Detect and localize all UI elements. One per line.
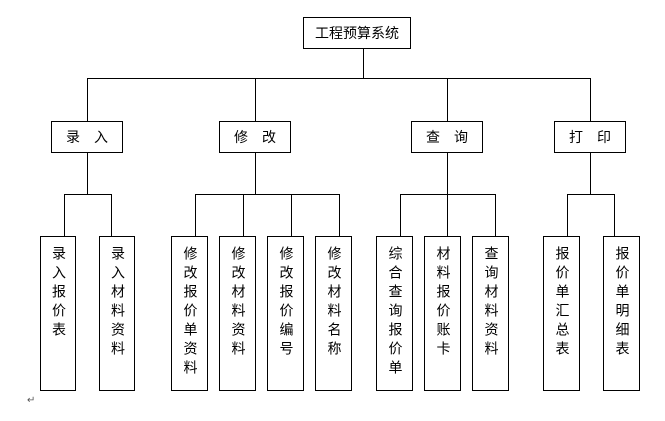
leaf-label: 报价单汇总表 (553, 246, 570, 360)
leaf-label: 综合查询报价单 (386, 246, 403, 379)
leaf-label: 材料报价账卡 (434, 246, 451, 360)
category-label: 修改 (234, 130, 290, 146)
leaf-node: 查询材料资料 (472, 236, 509, 391)
category-label: 打印 (569, 130, 625, 146)
leaf-label: 修改材料名称 (325, 246, 342, 360)
leaf-label: 录入报价表 (50, 246, 66, 341)
category-label: 录入 (66, 130, 122, 146)
leaf-label: 录入材料资料 (109, 246, 125, 360)
category-node-query: 查询 (411, 121, 483, 153)
category-node-modify: 修改 (219, 121, 291, 153)
category-label: 查询 (426, 130, 482, 146)
leaf-node: 修改报价单资料 (171, 236, 208, 391)
category-node-input: 录入 (51, 121, 123, 153)
category-node-print: 打印 (554, 121, 626, 153)
leaf-node: 修改材料资料 (219, 236, 256, 391)
leaf-node: 修改材料名称 (315, 236, 352, 391)
leaf-node: 修改报价编号 (267, 236, 304, 391)
leaf-label: 修改报价单资料 (181, 246, 198, 379)
leaf-label: 查询材料资料 (482, 246, 499, 360)
leaf-node: 综合查询报价单 (376, 236, 413, 391)
paragraph-mark: ↵ (27, 395, 36, 406)
leaf-node: 录入报价表 (40, 236, 76, 391)
leaf-node: 录入材料资料 (99, 236, 135, 391)
leaf-label: 修改报价编号 (277, 246, 294, 360)
leaf-node: 报价单明细表 (603, 236, 640, 391)
root-node: 工程预算系统 (303, 17, 411, 49)
leaf-label: 修改材料资料 (229, 246, 246, 360)
leaf-node: 材料报价账卡 (424, 236, 461, 391)
root-label: 工程预算系统 (315, 26, 399, 42)
leaf-node: 报价单汇总表 (543, 236, 580, 391)
leaf-label: 报价单明细表 (613, 246, 630, 360)
